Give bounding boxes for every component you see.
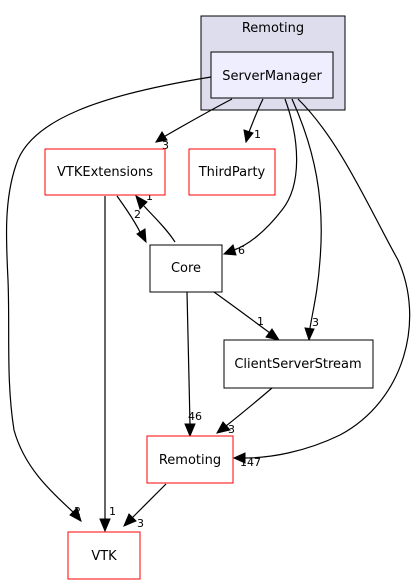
edge-core-to-vtkextensions: 1 (135, 190, 176, 243)
edge-core-to-remoting: 46 (184, 291, 202, 438)
node-servermanager-label: ServerManager (222, 69, 322, 84)
edge-remoting-to-vtk: 3 (123, 483, 167, 530)
edge-label: 1 (254, 128, 261, 141)
edge-servermanager-to-vtkextensions: 3 (155, 98, 233, 152)
edge-servermanager-to-clientserverstream: 3 (291, 98, 322, 342)
cluster-remoting-label: Remoting (242, 21, 304, 36)
node-vtk[interactable]: VTK (67, 531, 141, 580)
edge-servermanager-to-thirdparty: 1 (243, 98, 264, 144)
node-core[interactable]: Core (149, 244, 223, 293)
edge-label: 46 (188, 410, 202, 423)
edge-servermanager-to-remoting: 147 (232, 98, 411, 469)
node-remoting[interactable]: Remoting (146, 435, 234, 484)
edge-label: 147 (240, 456, 261, 469)
edge-servermanager-to-vtk: 2 (5, 76, 212, 523)
edge-label: 2 (134, 208, 141, 221)
edge-vtkextensions-to-core: 2 (116, 195, 147, 244)
edge-label: 1 (146, 190, 153, 203)
edge-label: 6 (238, 244, 245, 257)
edge-vtkextensions-to-vtk: 1 (99, 195, 116, 533)
node-clientserverstream-label: ClientServerStream (234, 357, 361, 372)
edge-label: 3 (228, 423, 235, 436)
edge-label: 2 (74, 505, 81, 518)
node-vtkextensions[interactable]: VTKExtensions (44, 148, 166, 196)
node-vtkextensions-label: VTKExtensions (57, 165, 153, 180)
node-servermanager[interactable]: ServerManager (210, 51, 334, 99)
node-thirdparty-label: ThirdParty (198, 165, 266, 180)
edge-servermanager-to-core: 6 (222, 98, 298, 257)
edge-label: 1 (257, 315, 264, 328)
node-thirdparty[interactable]: ThirdParty (188, 148, 276, 196)
node-clientserverstream[interactable]: ClientServerStream (223, 339, 374, 389)
edge-label: 3 (137, 517, 144, 530)
edge-label: 1 (109, 505, 116, 518)
edge-core-to-clientserverstream: 1 (213, 291, 281, 341)
node-vtk-label: VTK (91, 549, 117, 564)
edge-label: 3 (312, 316, 319, 329)
node-core-label: Core (171, 261, 201, 276)
edge-label: 3 (162, 139, 169, 152)
edge-clientserverstream-to-remoting: 3 (216, 387, 273, 436)
node-remoting-label: Remoting (159, 453, 221, 468)
